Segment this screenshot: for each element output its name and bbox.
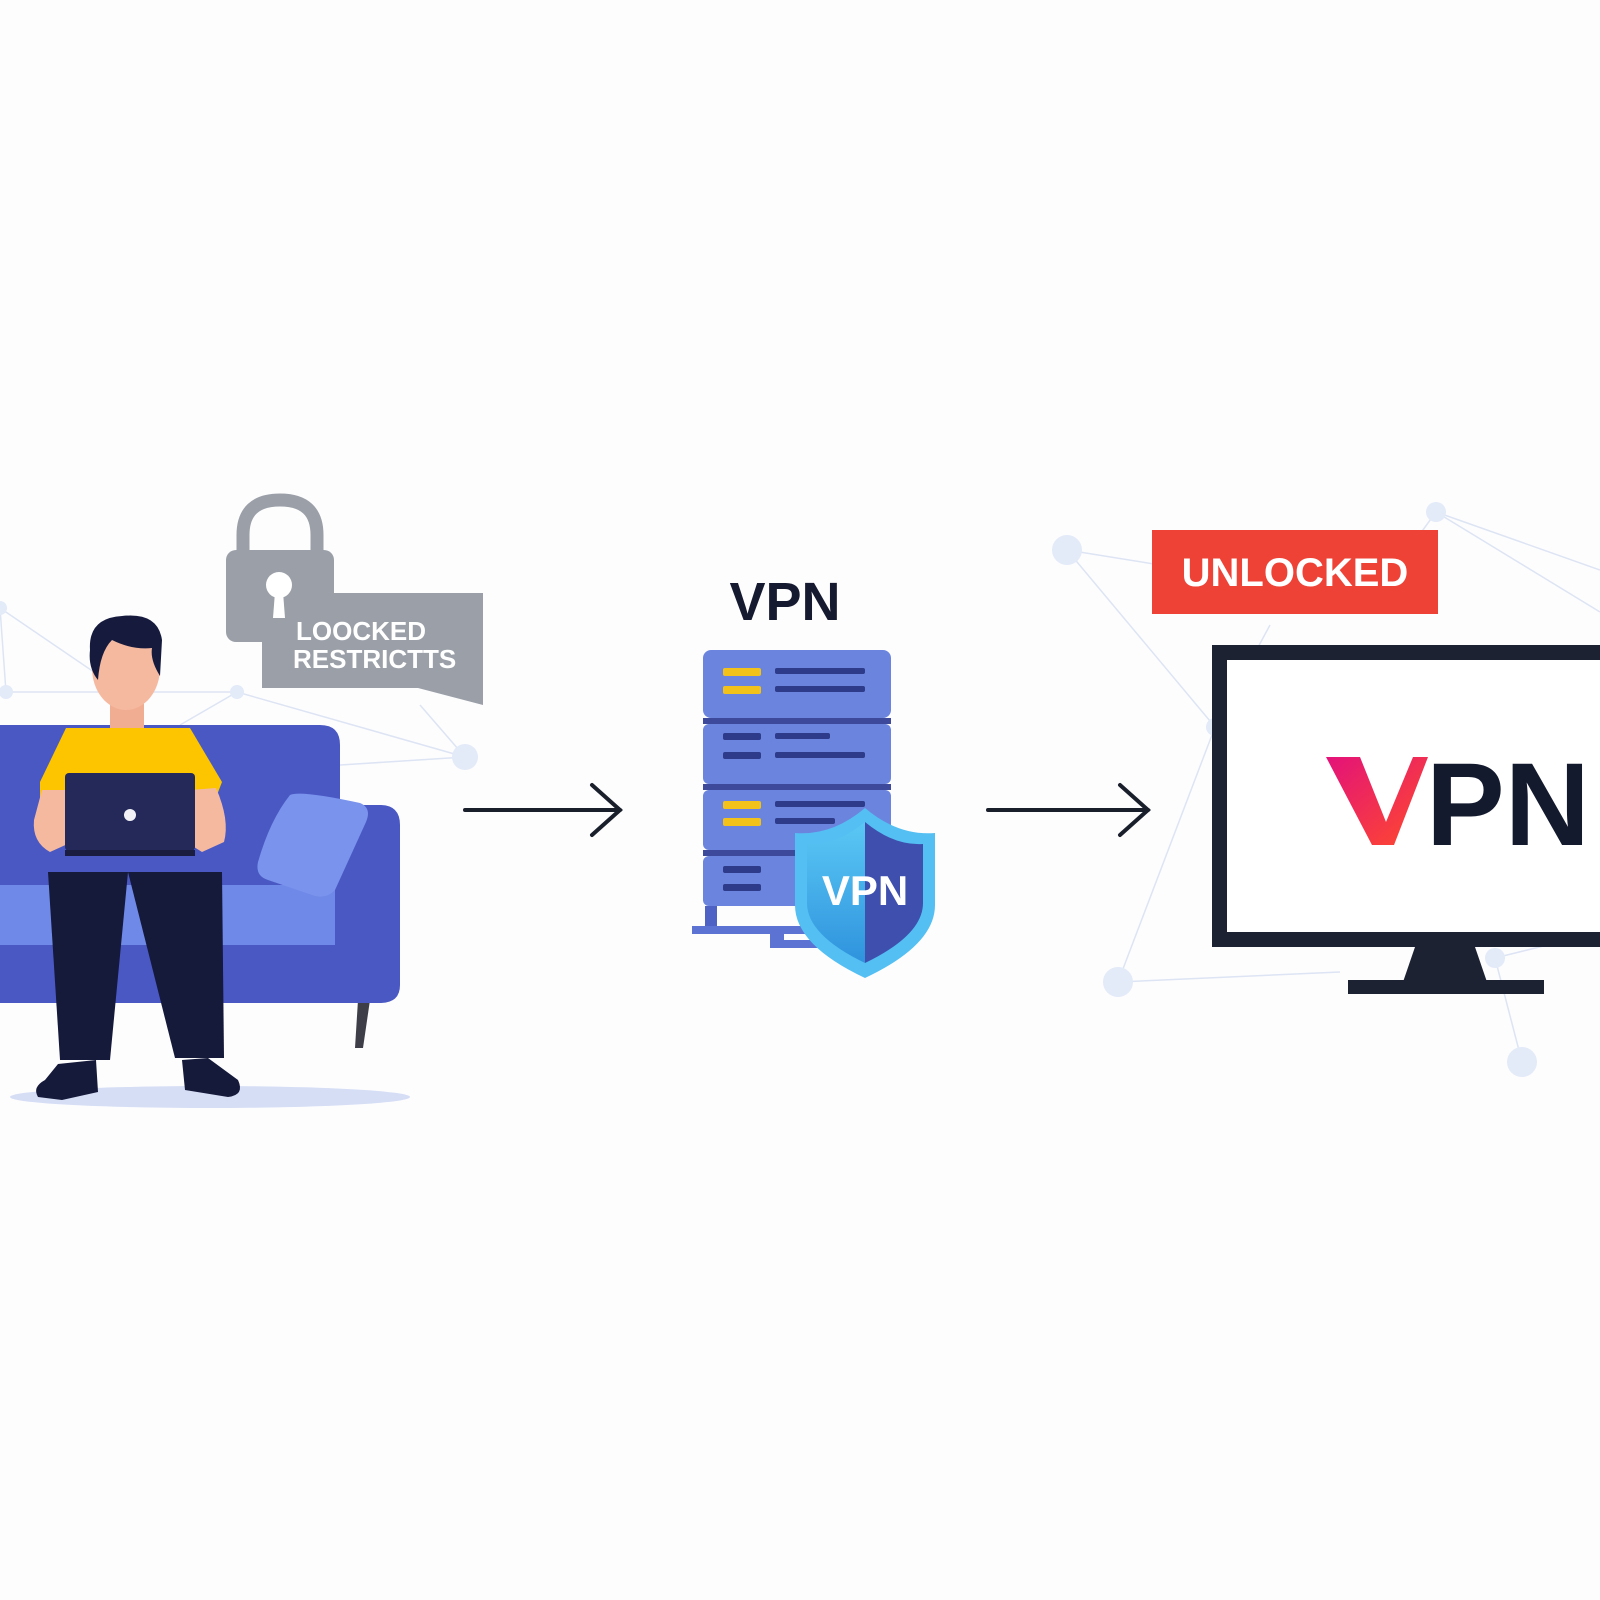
padlock-icon <box>226 493 334 642</box>
arrow-right-icon <box>463 783 624 837</box>
server-title: VPN <box>729 572 840 632</box>
unlocked-label: UNLOCKED <box>1182 551 1409 595</box>
locked-restriction: LOOCKED RESTRICTTS <box>226 493 483 705</box>
floor-shadow <box>10 1086 410 1108</box>
tv-logo-text: PN <box>1426 739 1590 871</box>
lock-message-line2: RESTRICTTS <box>293 644 456 674</box>
person <box>33 615 241 1100</box>
lock-message-line1: LOOCKED <box>296 616 426 646</box>
arrow-right-icon <box>986 783 1152 837</box>
tv-monitor-icon: PN <box>1212 645 1600 994</box>
vpn-server: VPN <box>692 572 935 978</box>
laptop-icon <box>65 773 195 856</box>
unlocked-badge: UNLOCKED <box>1152 530 1438 614</box>
shield-label: VPN <box>822 867 908 914</box>
network-background <box>0 502 1600 1077</box>
tv-vpn-logo: PN <box>1326 739 1590 871</box>
shield-icon: VPN <box>795 808 935 978</box>
